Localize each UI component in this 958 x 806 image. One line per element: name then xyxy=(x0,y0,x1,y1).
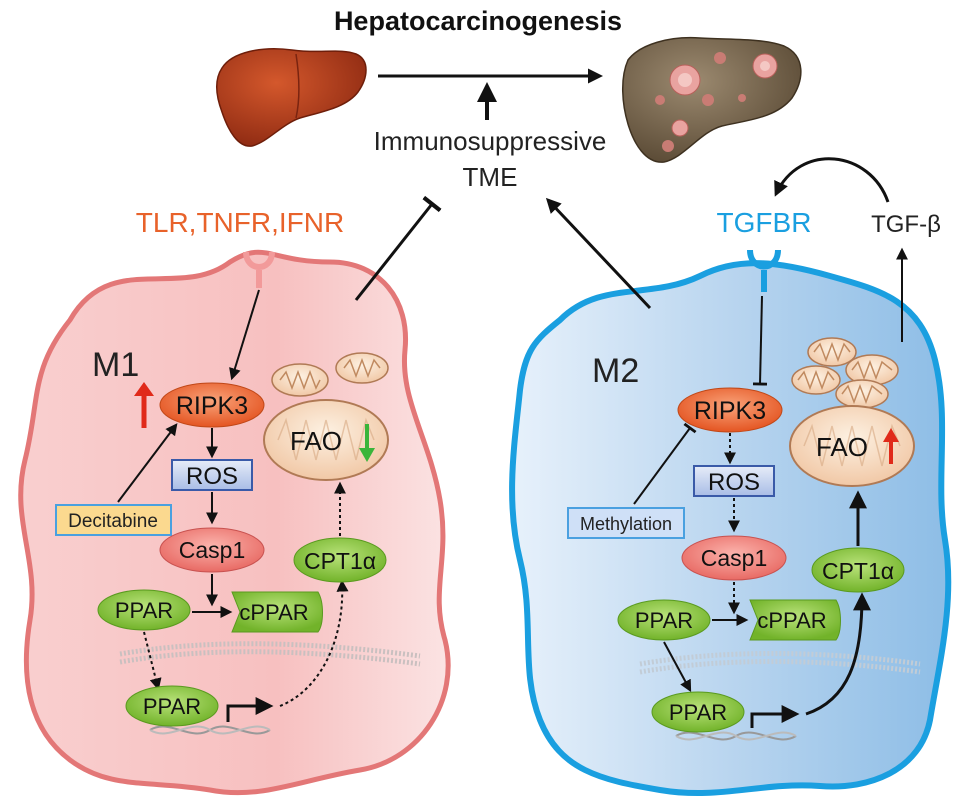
m1-ppar-top-label: PPAR xyxy=(115,598,173,623)
m2-cppar-node: cPPAR xyxy=(749,599,841,641)
m1-receptor-icon xyxy=(243,251,275,288)
m1-cppar-label: cPPAR xyxy=(239,600,308,625)
m2-casp1-label: Casp1 xyxy=(701,545,767,571)
m2-ripk3-label: RIPK3 xyxy=(694,397,766,425)
m1-casp1-node: Casp1 xyxy=(159,527,265,573)
m2-nuclear-membrane xyxy=(639,651,921,675)
m2-label: M2 xyxy=(592,352,639,390)
m2-fao-label: FAO xyxy=(816,432,868,462)
m1-mitochondria-icon xyxy=(271,352,389,397)
m1-ppar-top-node: PPAR xyxy=(97,589,191,631)
m2-cpt1a-label: CPT1α xyxy=(822,558,894,584)
m2-ros-box: ROS xyxy=(693,465,775,497)
decitabine-label: Decitabine xyxy=(68,511,158,532)
m1-ros-label: ROS xyxy=(186,463,238,490)
m2-fao-mitochondrion: FAO xyxy=(789,405,915,487)
m1-ppar-bottom-label: PPAR xyxy=(143,694,201,719)
m2-ppar-top-node: PPAR xyxy=(617,599,711,641)
m2-ppar-translocation-arrow xyxy=(663,641,692,693)
tme-label-line1: Immunosuppressive xyxy=(374,126,607,156)
m2-cpt1a-node: CPT1α xyxy=(811,547,905,593)
m1-label: M1 xyxy=(92,346,139,384)
methylation-inhibits-ripk3 xyxy=(633,422,697,505)
m2-mitochondria-icon xyxy=(791,337,899,409)
m1-expression-dotted-arrow xyxy=(279,579,349,707)
m2-transcription-arrow xyxy=(750,705,800,728)
m2-ppar-bottom-label: PPAR xyxy=(669,700,727,725)
methylation-label: Methylation xyxy=(580,514,672,534)
m1-fao-mitochondrion: FAO xyxy=(263,399,389,481)
diseased-liver-icon xyxy=(621,36,802,163)
m1-ripk3-node: RIPK3 xyxy=(159,382,265,428)
m2-ppar-top-label: PPAR xyxy=(635,608,693,633)
m2-ripk3-node: RIPK3 xyxy=(677,387,783,433)
m2-ppar-bottom-node: PPAR xyxy=(651,691,745,733)
m1-casp1-label: Casp1 xyxy=(179,537,245,563)
m2-receptor-label: TGFBR xyxy=(717,207,812,238)
decitabine-box: Decitabine xyxy=(55,504,172,536)
m1-cppar-node: cPPAR xyxy=(231,591,323,633)
m2-dna-icon xyxy=(675,731,797,741)
m2-cppar-label: cPPAR xyxy=(757,608,826,633)
m1-ppar-bottom-node: PPAR xyxy=(125,685,219,727)
m2-ros-label: ROS xyxy=(708,469,760,496)
m2-ligand-label: TGF-β xyxy=(871,211,941,238)
m1-ros-box: ROS xyxy=(171,459,253,491)
title: Hepatocarcinogenesis xyxy=(334,6,622,36)
m1-receptor-label: TLR,TNFR,IFNR xyxy=(136,207,344,238)
m1-cpt1a-node: CPT1α xyxy=(293,537,387,583)
m1-cpt1a-label: CPT1α xyxy=(304,548,376,574)
tme-label-line2: TME xyxy=(463,162,518,192)
m1-transcription-arrow xyxy=(226,697,274,722)
m1-nuclear-membrane xyxy=(119,641,421,667)
m2-promotes-tme-arrow xyxy=(545,197,652,310)
m2-receptor-inhibits-ripk3 xyxy=(752,295,768,386)
m1-dna-icon xyxy=(149,725,271,735)
m2-casp1-node: Casp1 xyxy=(681,535,787,581)
m1-fao-label: FAO xyxy=(290,426,342,456)
m1-inhibits-tme-line xyxy=(354,195,442,301)
m2-receptor-icon xyxy=(747,249,781,292)
m1-ppar-translocation-arrow xyxy=(143,631,162,691)
m1-cell-membrane xyxy=(18,249,451,796)
tgfb-to-receptor-arrow xyxy=(774,157,890,203)
methylation-box: Methylation xyxy=(567,507,685,539)
decitabine-to-ripk3-arrow xyxy=(117,423,178,503)
healthy-liver-icon xyxy=(216,48,367,147)
m1-receptor-to-ripk3-arrow xyxy=(229,289,260,381)
m2-expression-arrow xyxy=(805,592,871,716)
m1-ripk3-label: RIPK3 xyxy=(176,392,248,420)
